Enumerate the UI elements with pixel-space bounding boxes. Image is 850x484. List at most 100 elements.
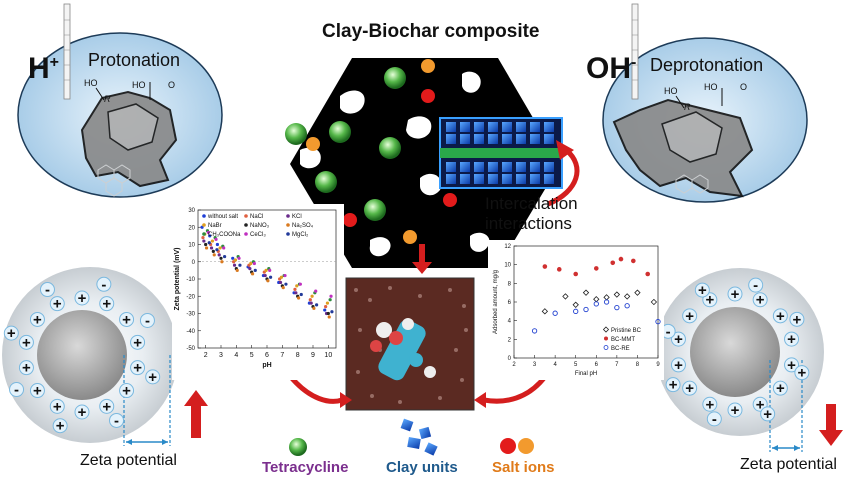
legend-marker [286, 223, 290, 227]
x-tick-label: 5 [574, 362, 578, 368]
fg-o-left: O [168, 80, 176, 90]
zeta-up-arrow-icon [191, 404, 201, 438]
legend-label: Pristine BC [611, 328, 642, 334]
y-tick-label: 20 [188, 225, 195, 231]
data-point [204, 242, 208, 247]
data-point [573, 271, 579, 277]
tetracycline-sphere-icon [379, 137, 401, 159]
legend-salt-ions-label: Salt ions [492, 459, 555, 476]
legend-label: CeCl₃ [250, 232, 266, 238]
data-point [326, 311, 330, 316]
charge-sign: + [53, 296, 62, 313]
data-point [329, 294, 333, 298]
data-point [253, 268, 257, 272]
y-tick-label: 30 [188, 208, 195, 214]
legend-label: KCl [292, 214, 302, 220]
intercalation-label: Intercalation interactions [485, 194, 578, 234]
data-point [631, 258, 636, 264]
legend-marker [244, 232, 248, 236]
data-point [232, 263, 237, 267]
charge-sign: + [698, 282, 707, 299]
data-point [223, 254, 227, 259]
charge-sign: + [78, 404, 87, 421]
charge-sign: + [756, 396, 765, 413]
salt-ion-red-icon [343, 213, 357, 227]
data-point [215, 248, 219, 252]
legend-label: CH₃COONa [208, 232, 241, 238]
charge-bubble [702, 396, 718, 412]
data-point [298, 282, 302, 286]
data-point [202, 239, 206, 243]
charge-bubble [139, 312, 155, 328]
charge-bubble [130, 334, 146, 350]
data-point [323, 308, 327, 312]
data-point [212, 253, 216, 257]
data-point [315, 303, 319, 307]
data-point [248, 267, 252, 271]
salt-ion-red-icon [443, 193, 457, 207]
legend-marker [286, 214, 290, 218]
charge-sign: + [133, 334, 142, 351]
charge-bubble [682, 308, 698, 324]
charge-sign: - [114, 412, 119, 429]
charge-sign: - [14, 382, 19, 399]
data-point [531, 328, 538, 334]
charge-bubble [130, 360, 146, 376]
legend-tetracycline-icon [289, 438, 307, 456]
data-point [593, 301, 599, 307]
data-point [618, 256, 624, 262]
data-point [231, 256, 235, 260]
charge-bubble [74, 290, 90, 306]
data-point [583, 306, 589, 313]
legend-salt-orange-icon [518, 438, 534, 454]
tetracycline-sphere-icon [329, 121, 351, 143]
charge-bubble [109, 412, 125, 428]
fg-r-left: R [104, 94, 111, 104]
curved-arrow-icon [547, 148, 580, 207]
y-tick-label: 0 [508, 356, 512, 362]
data-point [309, 301, 313, 305]
legend-label: Na₂SO₄ [292, 223, 314, 229]
data-point [325, 301, 330, 305]
y-tick-label: -40 [186, 329, 195, 335]
y-tick-label: 2 [508, 337, 512, 343]
charge-bubble [99, 296, 115, 312]
charge-sign: + [674, 357, 683, 374]
particle-core-right [690, 307, 780, 397]
charge-bubble [772, 380, 788, 396]
legend-marker [244, 223, 248, 227]
oh-minus-label: OH- [586, 52, 636, 86]
charge-sign: + [685, 380, 694, 397]
charge-bubble [39, 282, 55, 298]
charge-bubble [74, 404, 90, 420]
data-point [281, 286, 285, 290]
data-point [269, 275, 273, 279]
salt-ion-orange-icon [306, 137, 320, 151]
x-tick-label: 9 [311, 352, 315, 359]
data-point [614, 304, 620, 311]
fg-r-right: R [684, 102, 691, 112]
x-tick-label: 4 [234, 352, 238, 359]
biochar-sheet-left-icon [80, 90, 178, 197]
clay-intercalation-block [439, 117, 563, 189]
charge-bubble [682, 380, 698, 396]
charge-sign: + [763, 406, 772, 423]
y-tick-label: 6 [508, 300, 512, 306]
curved-arrow-right-icon [483, 376, 546, 404]
charge-bubble [99, 398, 115, 414]
charge-bubble [760, 406, 776, 422]
tetracycline-sphere-icon [384, 67, 406, 89]
data-point [215, 242, 219, 247]
legend-label: BC-MMT [611, 337, 635, 343]
data-point [645, 271, 651, 277]
charge-sign: + [133, 360, 142, 377]
data-point [562, 293, 569, 300]
charge-bubble [665, 377, 681, 393]
charge-bubble [784, 331, 800, 347]
charge-sign: + [776, 308, 785, 325]
data-point [250, 272, 255, 276]
fg-o-right: O [740, 82, 748, 92]
data-point [206, 230, 210, 235]
